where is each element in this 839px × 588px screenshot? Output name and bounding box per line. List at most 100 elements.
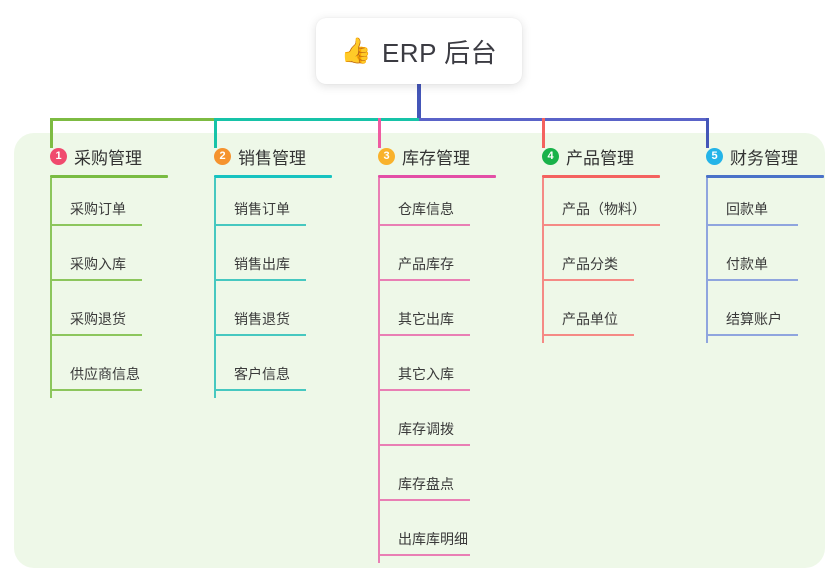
connector-drop-4 [542,118,545,148]
column-item-list: 产品（物料） 产品分类产品单位 [542,178,688,343]
root-node-erp-backend[interactable]: 👍 ERP 后台 [316,18,522,84]
list-item[interactable]: 销售订单 [214,178,360,233]
thumbs-up-icon: 👍 [340,36,372,65]
column-spine-line [542,178,544,343]
column-item-list: 销售订单销售出库销售退货客户信息 [214,178,360,398]
column-header-rule [50,175,168,178]
list-item-label: 销售退货 [234,311,290,327]
column-number-badge: 5 [706,147,723,165]
column-number-badge: 4 [542,147,559,165]
connector-bus-segment-3 [419,118,709,121]
column-number-badge: 1 [50,147,67,165]
list-item[interactable]: 采购退货 [50,288,196,343]
column-spine-line [214,178,216,398]
list-item-rule [214,279,306,281]
list-item-rule [378,444,470,446]
list-item-label: 产品（物料） [562,201,646,217]
list-item[interactable]: 产品分类 [542,233,688,288]
column-header-rule [214,175,332,178]
list-item[interactable]: 产品（物料） [542,178,688,233]
list-item[interactable]: 出库库明细 [378,508,524,563]
list-item-rule [214,224,306,226]
list-item-rule [706,334,798,336]
list-item-label: 回款单 [726,201,768,217]
list-item-label: 供应商信息 [70,366,140,382]
column-title: 库存管理 [402,148,470,168]
list-item-label: 其它出库 [398,311,454,327]
column-header-rule [378,175,496,178]
list-item[interactable]: 库存调拨 [378,398,524,453]
column-title: 产品管理 [566,148,634,168]
list-item-rule [542,334,634,336]
list-item-label: 采购退货 [70,311,126,327]
list-item-rule [378,334,470,336]
list-item-rule [50,389,142,391]
list-item-rule [50,279,142,281]
list-item-label: 产品库存 [398,256,454,272]
column-销售管理: 2 销售管理销售订单销售出库销售退货客户信息 [192,144,360,398]
column-header-产品管理[interactable]: 4 产品管理 [520,144,688,168]
list-item-rule [378,224,470,226]
column-title: 销售管理 [238,148,306,168]
column-title: 财务管理 [730,148,798,168]
list-item[interactable]: 客户信息 [214,343,360,398]
list-item-label: 库存调拨 [398,421,454,437]
column-header-销售管理[interactable]: 2 销售管理 [192,144,360,168]
list-item[interactable]: 销售退货 [214,288,360,343]
list-item[interactable]: 销售出库 [214,233,360,288]
column-item-list: 回款单付款单结算账户 [706,178,839,343]
column-header-库存管理[interactable]: 3 库存管理 [356,144,524,168]
list-item-rule [50,224,142,226]
list-item[interactable]: 回款单 [706,178,839,233]
column-header-rule [542,175,660,178]
column-财务管理: 5 财务管理回款单付款单结算账户 [684,144,839,343]
list-item[interactable]: 采购入库 [50,233,196,288]
connector-drop-3 [378,118,381,148]
list-item-rule [214,334,306,336]
connector-drop-2 [214,118,217,148]
column-产品管理: 4 产品管理产品（物料） 产品分类产品单位 [520,144,688,343]
list-item-label: 客户信息 [234,366,290,382]
diagram-background-panel [14,133,825,568]
column-title: 采购管理 [74,148,142,168]
column-number-badge: 2 [214,147,231,165]
list-item[interactable]: 其它出库 [378,288,524,343]
column-header-财务管理[interactable]: 5 财务管理 [684,144,839,168]
column-header-rule [706,175,824,178]
column-number-badge: 3 [378,147,395,165]
list-item-label: 结算账户 [726,311,782,327]
list-item-label: 产品分类 [562,256,618,272]
list-item[interactable]: 采购订单 [50,178,196,233]
column-库存管理: 3 库存管理仓库信息产品库存其它出库其它入库库存调拨库存盘点出库库明细 [356,144,524,563]
list-item[interactable]: 结算账户 [706,288,839,343]
list-item-rule [542,224,660,226]
list-item-label: 仓库信息 [398,201,454,217]
list-item[interactable]: 产品单位 [542,288,688,343]
list-item-label: 销售订单 [234,201,290,217]
list-item-label: 销售出库 [234,256,290,272]
list-item[interactable]: 其它入库 [378,343,524,398]
list-item[interactable]: 产品库存 [378,233,524,288]
connector-drop-5 [706,118,709,148]
list-item-rule [50,334,142,336]
connector-bus-segment-2 [214,118,419,121]
list-item-label: 付款单 [726,256,768,272]
list-item-rule [378,499,470,501]
column-header-采购管理[interactable]: 1 采购管理 [28,144,196,168]
connector-stem-root [417,84,421,121]
list-item-label: 采购订单 [70,201,126,217]
list-item[interactable]: 库存盘点 [378,453,524,508]
list-item-rule [378,279,470,281]
list-item[interactable]: 供应商信息 [50,343,196,398]
list-item-label: 库存盘点 [398,476,454,492]
column-item-list: 仓库信息产品库存其它出库其它入库库存调拨库存盘点出库库明细 [378,178,524,563]
column-采购管理: 1 采购管理采购订单采购入库采购退货供应商信息 [28,144,196,398]
list-item-label: 其它入库 [398,366,454,382]
list-item-rule [706,279,798,281]
list-item[interactable]: 付款单 [706,233,839,288]
list-item-rule [706,224,798,226]
list-item[interactable]: 仓库信息 [378,178,524,233]
column-spine-line [50,178,52,398]
list-item-rule [542,279,634,281]
list-item-label: 产品单位 [562,311,618,327]
